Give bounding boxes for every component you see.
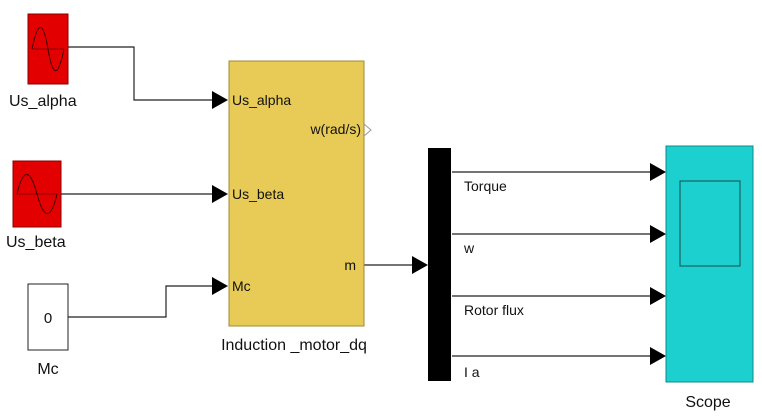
demux-block[interactable] — [428, 148, 451, 381]
us-beta-block[interactable]: Us_beta — [6, 160, 66, 251]
arrow-mc-in — [212, 277, 228, 295]
us-alpha-block[interactable]: Us_alpha — [9, 13, 77, 110]
arrow-rotor-flux-in — [650, 287, 666, 305]
signal-label-torque: Torque — [464, 178, 507, 194]
induction-motor-label: Induction _motor_dq — [221, 337, 367, 354]
induction-motor-body[interactable] — [228, 60, 365, 327]
mc-constant-body[interactable] — [27, 283, 69, 351]
port-out-m: m — [344, 257, 356, 273]
us-alpha-label: Us_alpha — [9, 93, 77, 110]
arrow-us-beta-in — [212, 185, 228, 203]
us-beta-label: Us_beta — [6, 234, 66, 251]
signal-label-w: w — [463, 240, 475, 256]
mc-label: Mc — [37, 361, 58, 378]
unconnected-output-chevron-icon — [363, 123, 372, 137]
port-in-us-alpha: Us_alpha — [232, 92, 291, 108]
port-in-us-beta: Us_beta — [232, 186, 284, 202]
port-in-mc: Mc — [232, 278, 251, 294]
arrow-w-in — [650, 225, 666, 243]
scope-label: Scope — [685, 394, 730, 411]
arrow-ia-in — [650, 347, 666, 365]
scope-screen-icon — [679, 180, 741, 267]
wire-us-alpha — [68, 46, 214, 101]
mc-constant-block[interactable]: 0 Mc — [27, 283, 69, 378]
scope-block[interactable]: Scope — [665, 145, 754, 411]
arrow-demux-in — [412, 256, 428, 274]
arrow-torque-in — [650, 163, 666, 181]
signal-label-rotor-flux: Rotor flux — [464, 302, 524, 318]
arrow-us-alpha-in — [212, 91, 228, 109]
induction-motor-block[interactable]: Us_alpha Us_beta Mc w(rad/s) m Induction… — [221, 60, 372, 354]
signal-wires — [61, 46, 652, 357]
port-out-w: w(rad/s) — [309, 121, 361, 137]
signal-label-ia: I a — [464, 364, 480, 380]
mc-constant-value: 0 — [44, 310, 52, 327]
demux-output-labels: Torque w Rotor flux I a — [463, 178, 524, 380]
wire-mc — [68, 285, 214, 318]
arrowheads — [212, 91, 666, 365]
